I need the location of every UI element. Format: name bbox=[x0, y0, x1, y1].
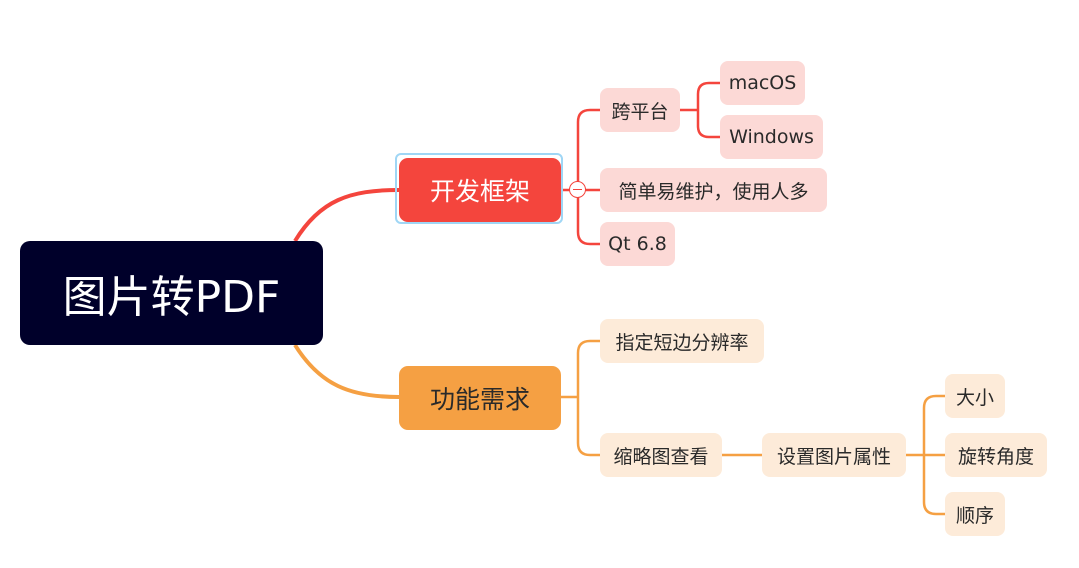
node-cross-platform[interactable]: 跨平台 bbox=[600, 88, 680, 132]
node-thumbnail-view[interactable]: 缩略图查看 bbox=[600, 433, 722, 477]
branch-node-dev-framework[interactable]: 开发框架 bbox=[399, 158, 561, 222]
edge-feature-thumbnail bbox=[576, 397, 600, 457]
node-easy-maintain[interactable]: 简单易维护，使用人多 bbox=[600, 168, 827, 212]
edge-root-feature bbox=[293, 343, 400, 399]
branch-label: 功能需求 bbox=[429, 385, 530, 414]
edge-root-dev bbox=[293, 188, 400, 243]
node-label: Windows bbox=[729, 126, 814, 148]
edge-props-size bbox=[922, 394, 945, 455]
root-label: 图片转PDF bbox=[62, 272, 281, 323]
root-node[interactable]: 图片转PDF bbox=[20, 241, 323, 345]
node-label: 指定短边分辨率 bbox=[615, 331, 749, 354]
node-image-properties[interactable]: 设置图片属性 bbox=[762, 433, 906, 477]
node-size[interactable]: 大小 bbox=[945, 374, 1005, 418]
node-label: 设置图片属性 bbox=[776, 445, 891, 468]
node-windows[interactable]: Windows bbox=[720, 115, 823, 159]
branch-label: 开发框架 bbox=[429, 177, 530, 206]
edge-props-order bbox=[922, 455, 945, 516]
node-label: 顺序 bbox=[955, 504, 994, 527]
node-order[interactable]: 顺序 bbox=[945, 492, 1005, 536]
edge-crossplatform-windows bbox=[696, 110, 720, 139]
node-qt-version[interactable]: Qt 6.8 bbox=[600, 222, 675, 266]
node-label: 大小 bbox=[955, 386, 994, 409]
edge-feature-resolution bbox=[576, 339, 600, 397]
node-label: Qt 6.8 bbox=[608, 233, 667, 255]
node-label: 旋转角度 bbox=[957, 445, 1034, 468]
edge-dev-crossplatform bbox=[576, 108, 600, 190]
collapse-minus-icon[interactable] bbox=[569, 181, 586, 198]
node-short-side-resolution[interactable]: 指定短边分辨率 bbox=[600, 319, 764, 363]
node-label: 简单易维护，使用人多 bbox=[618, 180, 809, 203]
edge-dev-qt bbox=[576, 190, 600, 246]
node-label: 缩略图查看 bbox=[613, 445, 709, 468]
node-label: 跨平台 bbox=[611, 100, 669, 123]
node-label: macOS bbox=[728, 72, 797, 94]
node-rotation-angle[interactable]: 旋转角度 bbox=[945, 433, 1047, 477]
edge-crossplatform-macos bbox=[696, 81, 720, 110]
node-macos[interactable]: macOS bbox=[720, 61, 805, 105]
branch-node-features[interactable]: 功能需求 bbox=[399, 366, 561, 430]
selection-highlight bbox=[395, 153, 563, 224]
